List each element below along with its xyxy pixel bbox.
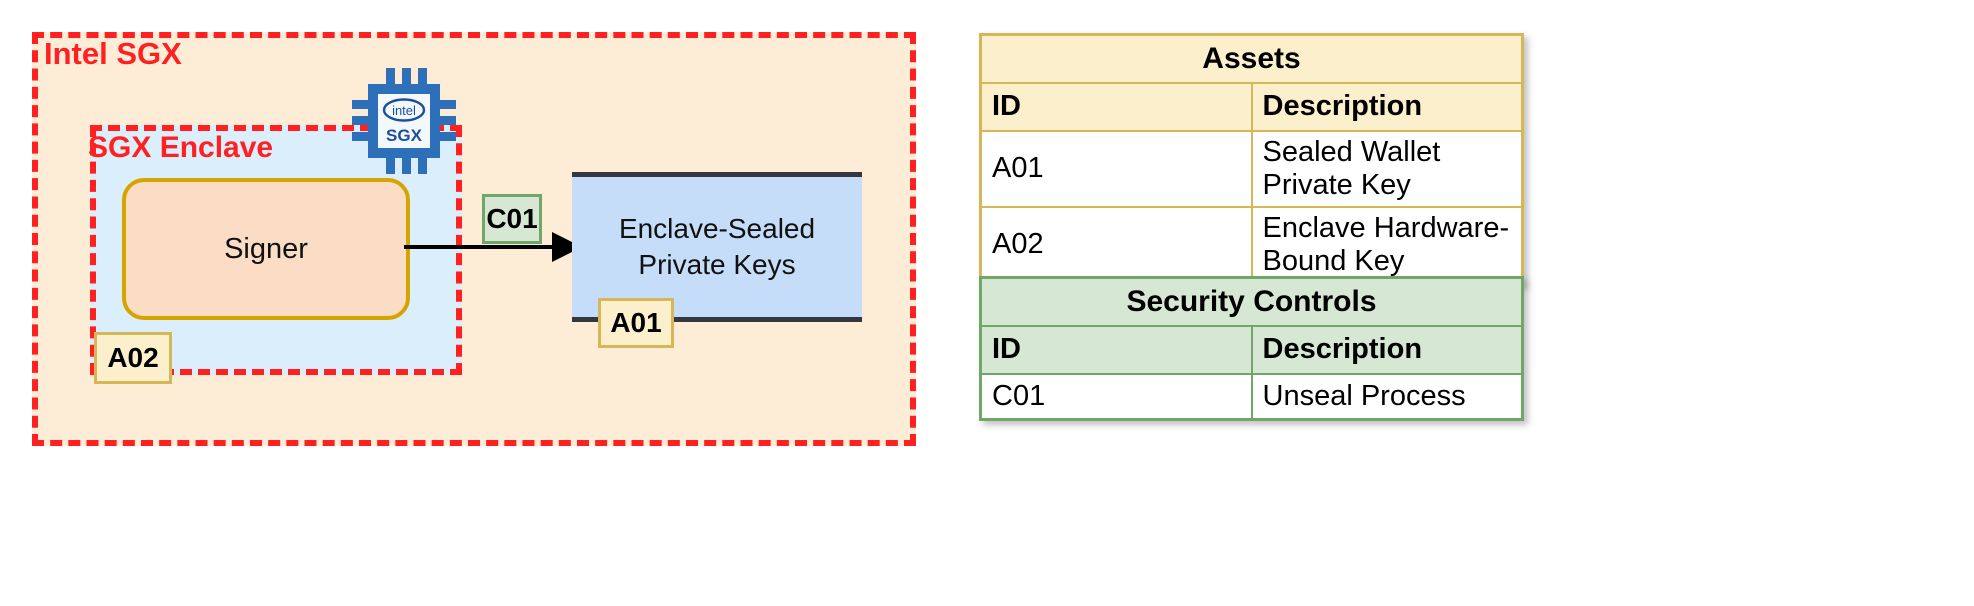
assets-legend-table: Assets ID Description A01 Sealed Wallet … xyxy=(979,33,1524,285)
table-row: A01 Sealed Wallet Private Key xyxy=(979,129,1524,208)
assets-table-title: Assets xyxy=(979,33,1524,84)
svg-text:SGX: SGX xyxy=(386,126,423,145)
datastore-node-enclave-sealed-private-keys[interactable]: Enclave-Sealed Private Keys xyxy=(572,172,862,322)
datastore-label-line-2: Private Keys xyxy=(638,249,796,280)
threat-model-diagram: Intel SGX SGX Enclave Signer xyxy=(32,32,916,446)
assets-row-id: A02 xyxy=(979,205,1253,284)
assets-row-id: A01 xyxy=(979,129,1253,208)
security-controls-legend-table: Security Controls ID Description C01 Uns… xyxy=(979,276,1524,421)
svg-text:intel: intel xyxy=(392,103,416,118)
process-node-signer[interactable]: Signer xyxy=(122,178,410,320)
asset-badge-a02[interactable]: A02 xyxy=(94,332,172,384)
table-row: C01 Unseal Process xyxy=(979,372,1524,421)
data-flow-arrow-signer-to-datastore xyxy=(404,222,584,272)
table-header-row: ID Description xyxy=(979,324,1524,375)
table-title-row: Assets xyxy=(979,33,1524,84)
assets-row-description: Sealed Wallet Private Key xyxy=(1250,129,1524,208)
table-title-row: Security Controls xyxy=(979,276,1524,327)
trust-boundary-label-sgx-enclave: SGX Enclave xyxy=(88,131,274,164)
controls-row-description: Unseal Process xyxy=(1250,372,1524,421)
asset-badge-a01[interactable]: A01 xyxy=(598,298,674,348)
intel-sgx-chip-icon: intel SGX xyxy=(352,68,456,174)
datastore-node-label: Enclave-Sealed Private Keys xyxy=(619,211,815,283)
control-badge-c01[interactable]: C01 xyxy=(482,194,542,244)
trust-boundary-label-intel-sgx: Intel SGX xyxy=(44,36,182,71)
table-row: A02 Enclave Hardware-Bound Key xyxy=(979,205,1524,284)
table-header-row: ID Description xyxy=(979,81,1524,132)
controls-table-title: Security Controls xyxy=(979,276,1524,327)
controls-header-id: ID xyxy=(979,324,1253,375)
assets-header-id: ID xyxy=(979,81,1253,132)
process-node-label: Signer xyxy=(224,232,308,265)
assets-header-description: Description xyxy=(1250,81,1524,132)
assets-row-description: Enclave Hardware-Bound Key xyxy=(1250,205,1524,284)
controls-header-description: Description xyxy=(1250,324,1524,375)
controls-row-id: C01 xyxy=(979,372,1253,421)
datastore-label-line-1: Enclave-Sealed xyxy=(618,213,816,245)
